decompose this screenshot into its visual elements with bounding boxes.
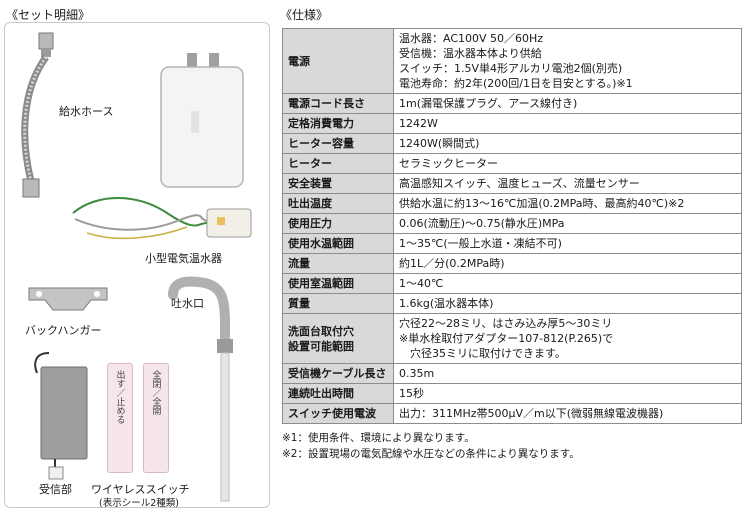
spec-row: 質量 1.6kg(温水器本体) [282, 293, 742, 314]
spec-row: 電源温水器：AC100V 50／60Hz 受信機：温水器本体より供給スイッチ：1.… [282, 28, 742, 94]
spec-row: 使用圧力 0.06(流動圧)～0.75(静水圧)MPa [282, 213, 742, 234]
spec-row: 定格消費電力 1242W [282, 113, 742, 134]
spec-key: 吐出温度 [282, 193, 394, 214]
spec-value: 高温感知スイッチ、温度ヒューズ、流量センサー [393, 173, 742, 194]
spec-value: 出力：311MHz帯500μV／m以下(微弱無線電波機器) [393, 403, 742, 424]
spec-value: 1.6kg(温水器本体) [393, 293, 742, 314]
set-contents-panel: 給水ホース 小型電気温水器 バックハンガー 吐水口 受信部 [4, 22, 270, 509]
spec-row: 吐出温度供給水温に約13～16℃加温(0.2MPa時、最高約40℃)※2 [282, 193, 742, 214]
spec-note: ※1：使用条件、環境により異なります。 [282, 432, 475, 444]
spec-value: セラミックヒーター [393, 153, 742, 174]
spec-row: スイッチ使用電波出力：311MHz帯500μV／m以下(微弱無線電波機器) [282, 403, 742, 424]
spec-value: 1～40℃ [393, 273, 742, 294]
wireless-switch-label: ワイヤレススイッチ [91, 483, 190, 496]
spec-key: 使用圧力 [282, 213, 394, 234]
spec-key: ヒーター容量 [282, 133, 394, 154]
seal-start-stop: 出す／止める [107, 363, 133, 473]
spec-value-line: 1m(漏電保護プラグ、アース線付き) [399, 97, 578, 110]
supply-hose-label: 給水ホース [59, 105, 114, 118]
spec-value-line: 15秒 [399, 387, 424, 400]
seal-close-open: 全閉／全開 [143, 363, 169, 473]
spec-value: 温水器：AC100V 50／60Hz 受信機：温水器本体より供給スイッチ：1.5V… [393, 28, 742, 94]
spec-value-line: 電池寿命：約2年(200回/1日を目安とする。)※1 [399, 77, 633, 90]
spec-row: 連続吐出時間 15秒 [282, 383, 742, 404]
spec-row: 受信機ケーブル長さ 0.35m [282, 363, 742, 384]
spec-value: 1242W [393, 113, 742, 134]
spec-row: 電源コード長さ 1m(漏電保護プラグ、アース線付き) [282, 93, 742, 114]
spec-value: 1240W(瞬間式) [393, 133, 742, 154]
spout-image [168, 276, 233, 502]
spec-value-line: スイッチ：1.5V単4形アルカリ電池2個(別売) [399, 62, 623, 75]
spec-value: 供給水温に約13～16℃加温(0.2MPa時、最高約40℃)※2 [393, 193, 742, 214]
spec-key: 使用水温範囲 [282, 233, 394, 254]
receiver-label: 受信部 [39, 483, 72, 496]
spec-key: 電源コード長さ [282, 93, 394, 114]
spec-value: 1～35℃(一般上水道・凍結不可) [393, 233, 742, 254]
spec-key: 流量 [282, 253, 394, 274]
spec-value: 1m(漏電保護プラグ、アース線付き) [393, 93, 742, 114]
spec-row: ヒーター容量 1240W(瞬間式) [282, 133, 742, 154]
spec-value-line: 0.06(流動圧)～0.75(静水圧)MPa [399, 217, 565, 230]
spec-value-line: 0.35m [399, 367, 435, 380]
spec-key: 洗面台取付穴設置可能範囲 [282, 313, 394, 364]
spec-key: スイッチ使用電波 [282, 403, 394, 424]
supply-hose-image [21, 32, 54, 198]
spec-value-line: ※単水栓取付アダプター107-812(P.265)で [399, 332, 614, 345]
spec-table: 電源温水器：AC100V 50／60Hz 受信機：温水器本体より供給スイッチ：1.… [282, 28, 742, 424]
spec-key: ヒーター [282, 153, 394, 174]
spec-value-line: 1～35℃(一般上水道・凍結不可) [399, 237, 562, 250]
spec-key: 安全装置 [282, 173, 394, 194]
spec-value-line: セラミックヒーター [399, 157, 498, 170]
spec-key: 電源 [282, 28, 394, 94]
spec-value-line: 高温感知スイッチ、温度ヒューズ、流量センサー [399, 177, 640, 190]
seal-close-open-text: 全閉／全開 [150, 370, 161, 415]
spec-key-line: 設置可能範囲 [288, 339, 354, 353]
spec-row: 流量約1L／分(0.2MPa時) [282, 253, 742, 274]
spec-key-line: 洗面台取付穴 [288, 324, 354, 338]
spec-value: 約1L／分(0.2MPa時) [393, 253, 742, 274]
spec-value-line: 温水器：AC100V 50／60Hz [399, 32, 544, 45]
water-heater-label: 小型電気温水器 [145, 252, 222, 265]
spout-label: 吐水口 [171, 297, 204, 310]
spec-value-line: 1240W(瞬間式) [399, 137, 480, 150]
spec-value: 15秒 [393, 383, 742, 404]
spec-value-line: 約1L／分(0.2MPa時) [399, 257, 505, 270]
spec-value-line: 1～40℃ [399, 277, 444, 290]
spec-key: 質量 [282, 293, 394, 314]
spec-key: 連続吐出時間 [282, 383, 394, 404]
spec-key: 受信機ケーブル長さ [282, 363, 394, 384]
spec-value: 穴径22～28ミリ、はさみ込み厚5～30ミリ ※単水栓取付アダプター107-812… [393, 313, 742, 364]
wireless-switch-image: 出す／止める 全閉／全開 [101, 363, 181, 475]
spec-key: 定格消費電力 [282, 113, 394, 134]
spec-value-line: 1242W [399, 117, 438, 130]
spec-value-line: 供給水温に約13～16℃加温(0.2MPa時、最高約40℃)※2 [399, 197, 685, 210]
power-cord-image [72, 197, 252, 240]
water-heater-image [160, 53, 244, 188]
spec-value-line: 1.6kg(温水器本体) [399, 297, 494, 310]
spec-value-line: 出力：311MHz帯500μV／m以下(微弱無線電波機器) [399, 407, 664, 420]
set-contents-title: 《セット明細》 [6, 8, 91, 22]
seal-start-stop-text: 出す／止める [114, 370, 125, 424]
spec-row: 使用室温範囲 1～40℃ [282, 273, 742, 294]
spec-row: 使用水温範囲 1～35℃(一般上水道・凍結不可) [282, 233, 742, 254]
spec-value-line: 受信機：温水器本体より供給 [399, 47, 542, 60]
spec-note: ※2：設置現場の電気配線や水圧などの条件により異なります。 [282, 448, 580, 460]
spec-key: 使用室温範囲 [282, 273, 394, 294]
spec-row: ヒーターセラミックヒーター [282, 153, 742, 174]
spec-value-line: 穴径22～28ミリ、はさみ込み厚5～30ミリ [399, 317, 613, 330]
receiver-image [34, 352, 88, 480]
spec-title: 《仕様》 [280, 8, 329, 22]
spec-row: 安全装置高温感知スイッチ、温度ヒューズ、流量センサー [282, 173, 742, 194]
spec-value-line: 穴径35ミリに取付けできます。 [399, 347, 566, 360]
spec-row: 洗面台取付穴設置可能範囲穴径22～28ミリ、はさみ込み厚5～30ミリ※単水栓取付… [282, 313, 742, 364]
back-hanger-image [28, 287, 108, 311]
wireless-switch-note: (表示シール2種類) [99, 498, 179, 509]
spec-value: 0.35m [393, 363, 742, 384]
spec-value: 0.06(流動圧)～0.75(静水圧)MPa [393, 213, 742, 234]
back-hanger-label: バックハンガー [25, 324, 102, 337]
